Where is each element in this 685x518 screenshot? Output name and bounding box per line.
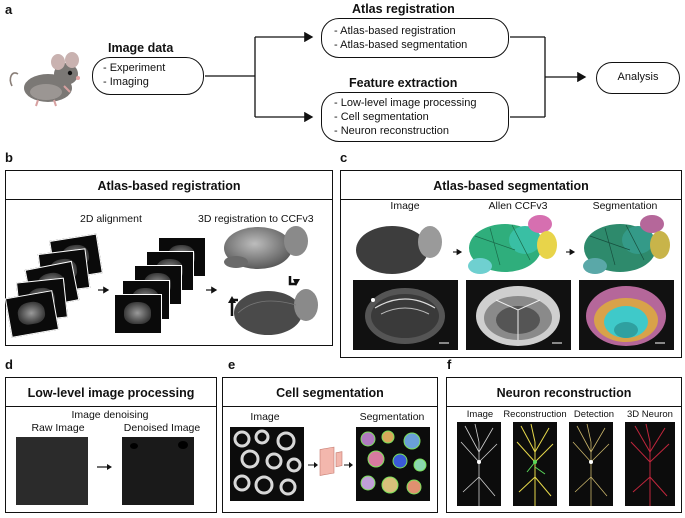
brain-icon: [356, 226, 442, 274]
panel-label-e: e: [228, 357, 236, 372]
raw-image: [16, 437, 88, 505]
neuron-image: [457, 422, 501, 506]
analysis-label: Analysis: [617, 71, 659, 83]
image-denoising-label: Image denoising: [71, 409, 149, 421]
caption-3d-neuron: 3D Neuron: [627, 409, 673, 420]
image-data-item: - Imaging: [103, 76, 149, 88]
caption-reconstruction: Reconstruction: [503, 409, 567, 420]
feature-extraction-item: - Cell segmentation: [334, 111, 429, 123]
panel-b-title: Atlas-based registration: [97, 179, 241, 193]
caption-denoised-image: Denoised Image: [123, 422, 201, 434]
coronal-atlas-ccfv3: [466, 280, 571, 350]
image-data-item: - Experiment: [103, 62, 166, 74]
panel-f-title: Neuron reconstruction: [496, 386, 632, 400]
coronal-section-image: [353, 280, 458, 350]
neuron-detection: [569, 422, 613, 506]
image-data-title: Image data: [108, 41, 174, 55]
mouse-icon: [9, 52, 80, 107]
panel-c-title: Atlas-based segmentation: [433, 179, 589, 193]
workflow-arrows: [205, 31, 587, 123]
panel-label-b: b: [5, 150, 13, 165]
caption-raw-image: Raw Image: [31, 422, 85, 434]
panel-label-d: d: [5, 357, 13, 372]
caption-neuron-image: Image: [466, 409, 494, 420]
panel-c-3d-brains: [356, 215, 670, 274]
panel-label-c: c: [340, 150, 348, 165]
feature-extraction-box: - Low-level image processing - Cell segm…: [321, 92, 509, 142]
cell-image: [230, 427, 304, 501]
step-3d-registration: 3D registration to CCFv3: [198, 213, 314, 225]
atlas-registration-title: Atlas registration: [352, 2, 455, 16]
divider: [341, 199, 681, 200]
cell-segmentation-image: [356, 427, 430, 501]
divider: [6, 406, 216, 407]
brain-icon: [234, 289, 318, 335]
feature-extraction-item: - Neuron reconstruction: [334, 125, 449, 137]
section-image: [114, 294, 162, 334]
divider: [447, 406, 681, 407]
analysis-box: Analysis: [596, 62, 680, 94]
divider: [223, 406, 437, 407]
caption-image: Image: [390, 200, 420, 212]
panel-e-title: Cell segmentation: [276, 386, 384, 400]
feature-extraction-title: Feature extraction: [349, 76, 458, 90]
step-2d-alignment: 2D alignment: [80, 213, 142, 225]
brain-icon: [583, 215, 670, 274]
arrow-icon: [97, 464, 112, 470]
neuron-3d: [625, 422, 675, 506]
coronal-segmentation: [579, 280, 674, 350]
atlas-registration-item: - Atlas-based registration: [334, 25, 456, 37]
neuron-reconstruction-images: [457, 422, 675, 506]
panel-d-title: Low-level image processing: [27, 386, 195, 400]
brain-icon: [224, 226, 308, 269]
atlas-registration-item: - Atlas-based segmentation: [334, 39, 468, 51]
caption-detection: Detection: [573, 409, 615, 420]
neuron-reconstruction: [513, 422, 557, 506]
atlas-registration-box: - Atlas-based registration - Atlas-based…: [321, 18, 509, 58]
brain-icon: [468, 215, 557, 274]
caption-allen-ccfv3: Allen CCFv3: [488, 200, 548, 212]
image-data-box: - Experiment - Imaging: [92, 57, 204, 95]
caption-cell-segmentation: Segmentation: [359, 411, 425, 423]
caption-cell-image: Image: [250, 411, 280, 423]
caption-segmentation: Segmentation: [592, 200, 658, 212]
divider: [6, 199, 332, 200]
cnn-icon: [308, 446, 353, 476]
panel-label-a: a: [5, 2, 13, 17]
feature-extraction-item: - Low-level image processing: [334, 97, 477, 109]
panel-b-graphics: [98, 226, 318, 335]
panel-label-f: f: [447, 357, 452, 372]
denoised-image: [122, 437, 194, 505]
